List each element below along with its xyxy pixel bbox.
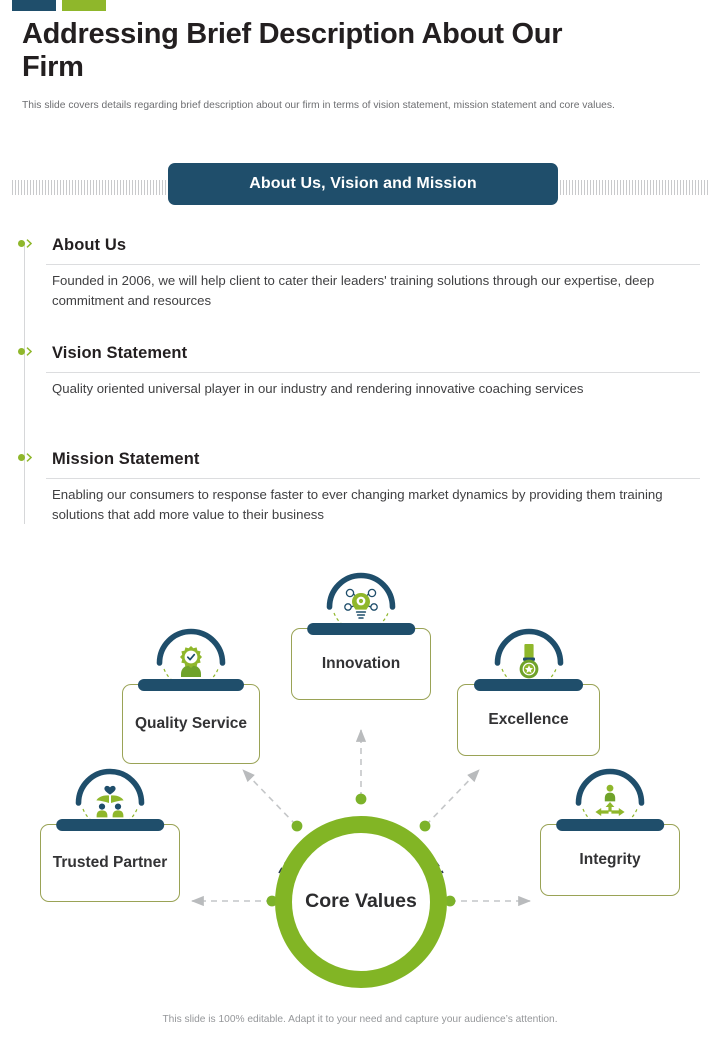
anchor-dot [419, 820, 431, 832]
vertical-rail [24, 242, 25, 524]
section-divider [46, 372, 700, 373]
person-gear-icon [180, 646, 202, 677]
value-label: Integrity [579, 851, 641, 869]
value-card[interactable]: Excellence [457, 679, 600, 756]
chevron-right-icon [26, 453, 32, 462]
section-body: Quality oriented universal player in our… [52, 381, 584, 396]
core-values-label: Core Values [305, 890, 417, 913]
section-header: Vision Statement [0, 336, 720, 370]
bullet-marker-icon [18, 239, 32, 248]
chevron-right-icon [26, 347, 32, 356]
section-about-us: About Us Founded in 2006, we will help c… [0, 228, 720, 336]
banner-row: About Us, Vision and Mission [0, 163, 720, 205]
connector-excellence [425, 769, 480, 826]
connector-quality [242, 769, 297, 826]
value-card[interactable]: Quality Service [122, 679, 260, 764]
value-card[interactable]: Integrity [540, 819, 680, 896]
value-label: Excellence [488, 711, 569, 729]
accent-bar-navy [12, 0, 56, 11]
medallion [490, 622, 568, 700]
section-body: Founded in 2006, we will help client to … [52, 273, 655, 309]
section-title: Mission Statement [52, 449, 200, 468]
value-card[interactable]: Innovation [291, 623, 431, 700]
anchor-dot [444, 895, 456, 907]
accent-bar-green [62, 0, 106, 11]
bullet-marker-icon [18, 347, 32, 356]
core-values-diagram: Innovation Quality Service [0, 548, 720, 998]
value-label: Quality Service [134, 715, 247, 733]
page-subtitle: This slide covers details regarding brie… [22, 100, 615, 111]
medallion-ring [75, 768, 145, 834]
section-vision-statement: Vision Statement Quality oriented univer… [0, 336, 720, 442]
section-divider [46, 478, 700, 479]
bullet-marker-icon [18, 453, 32, 462]
section-divider [46, 264, 700, 265]
card-top-bar [307, 623, 415, 635]
banner-label: About Us, Vision and Mission [249, 175, 477, 192]
person-arrows-icon [595, 784, 625, 816]
card-top-bar [56, 819, 164, 831]
section-mission-statement: Mission Statement Enabling our consumers… [0, 442, 720, 542]
chevron-right-icon [26, 239, 32, 248]
anchor-dot [355, 793, 367, 805]
lightbulb-gears-icon [344, 588, 378, 619]
anchor-dot [266, 895, 278, 907]
content-sections: About Us Founded in 2006, we will help c… [0, 228, 720, 542]
partnership-people-icon [96, 785, 124, 818]
section-title: About Us [52, 235, 127, 254]
card-top-bar [137, 679, 245, 691]
value-label: Trusted Partner [52, 854, 168, 872]
medallion [571, 762, 649, 840]
value-card[interactable]: Trusted Partner [40, 819, 180, 902]
stripe-band-left [12, 180, 170, 195]
section-header: Mission Statement [0, 442, 720, 476]
medal-icon [519, 644, 538, 679]
section-banner: About Us, Vision and Mission [168, 163, 558, 205]
section-title: Vision Statement [52, 343, 188, 362]
card-top-bar [473, 679, 584, 691]
value-label: Innovation [321, 655, 401, 673]
medallion [71, 762, 149, 840]
core-values-circle: Core Values [275, 816, 447, 988]
medallion [322, 566, 400, 644]
section-header: About Us [0, 228, 720, 262]
anchor-dot [291, 820, 303, 832]
card-top-bar [556, 819, 664, 831]
stripe-band-right [557, 180, 708, 195]
footer-note: This slide is 100% editable. Adapt it to… [162, 1014, 558, 1025]
page-title: Addressing Brief Description About Our F… [22, 18, 563, 84]
medallion [152, 622, 230, 700]
section-body: Enabling our consumers to response faste… [52, 487, 663, 523]
